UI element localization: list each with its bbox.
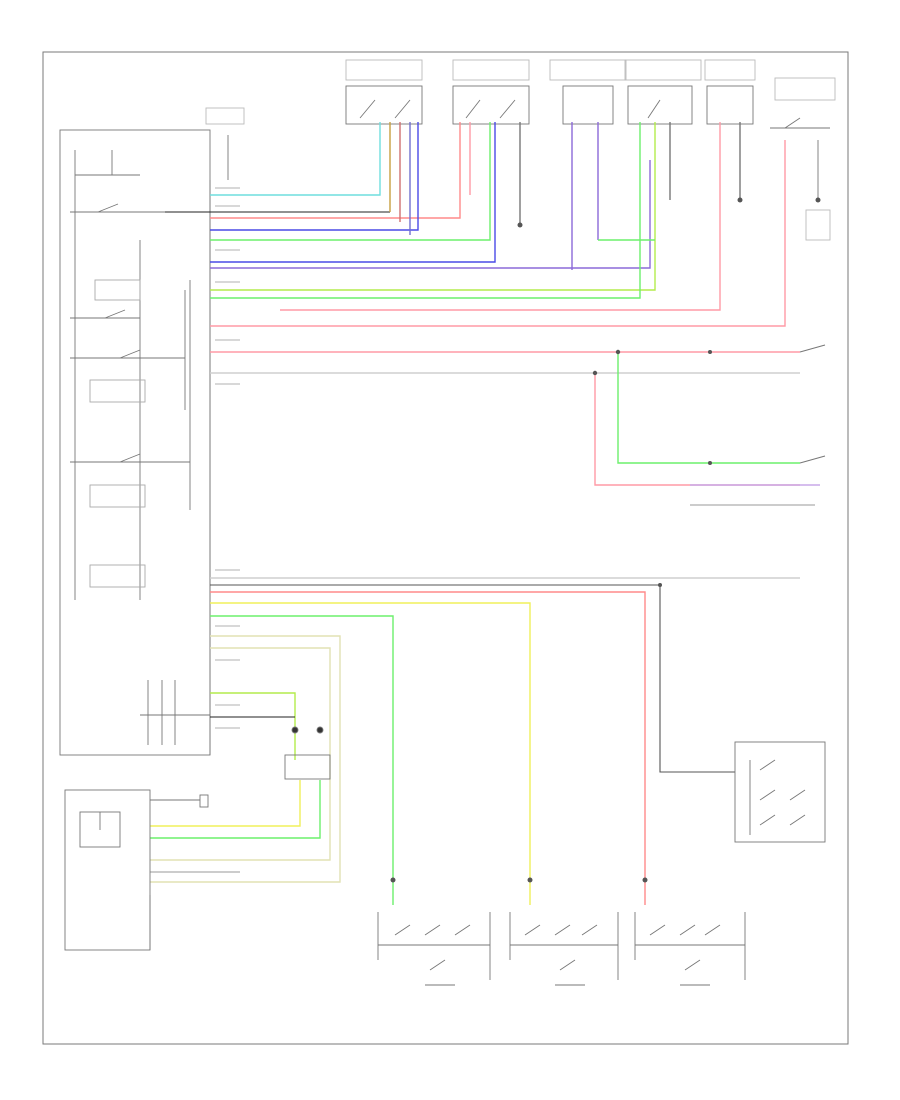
wire-green-2 [210,122,641,299]
rf-window-switch [624,59,702,125]
wire-yellow-lower [210,602,531,905]
junction-relay [284,726,331,780]
wire-tan-2 [150,647,331,861]
connector-ticks [215,187,240,729]
wire-cyan [210,122,381,196]
wire-green-lower [210,615,394,905]
sunroof-switch [704,59,756,125]
rear-door-lock-sw-2 [634,912,746,986]
splice-points [390,197,821,883]
lf-window-switch [345,59,423,125]
lr-window-switch [452,59,530,125]
wire-pink-actuator [210,140,786,327]
wire-green-rf [617,352,800,464]
wire-pink-sunroof [280,122,721,311]
rr-window-switch [549,59,627,125]
right-rear-window-sw [734,741,826,843]
dimmer-module [64,789,209,951]
control-module [59,129,211,756]
wire-blue-lf [210,122,419,231]
wire-blue-long [210,122,496,263]
diagram-frame [42,51,849,1045]
wire-pink-rf [594,373,800,486]
front-door-lock-sw [377,912,491,986]
wire-red-lower [210,591,646,905]
wire-lime-relay [210,692,296,760]
wiring-harness [150,122,826,905]
wire-lime [210,122,656,291]
door-lock-actuator [770,77,836,241]
wire-green-1 [210,122,491,241]
wire-black-lower [210,584,735,773]
wire-violet [210,160,651,269]
wire-tan-1 [150,635,341,883]
wire-green-relay [150,780,321,839]
rear-door-lock-sw-1 [509,912,619,986]
wire-red-lf [210,122,461,219]
wire-yellow-relay [150,780,301,827]
fuse-block [205,107,245,180]
